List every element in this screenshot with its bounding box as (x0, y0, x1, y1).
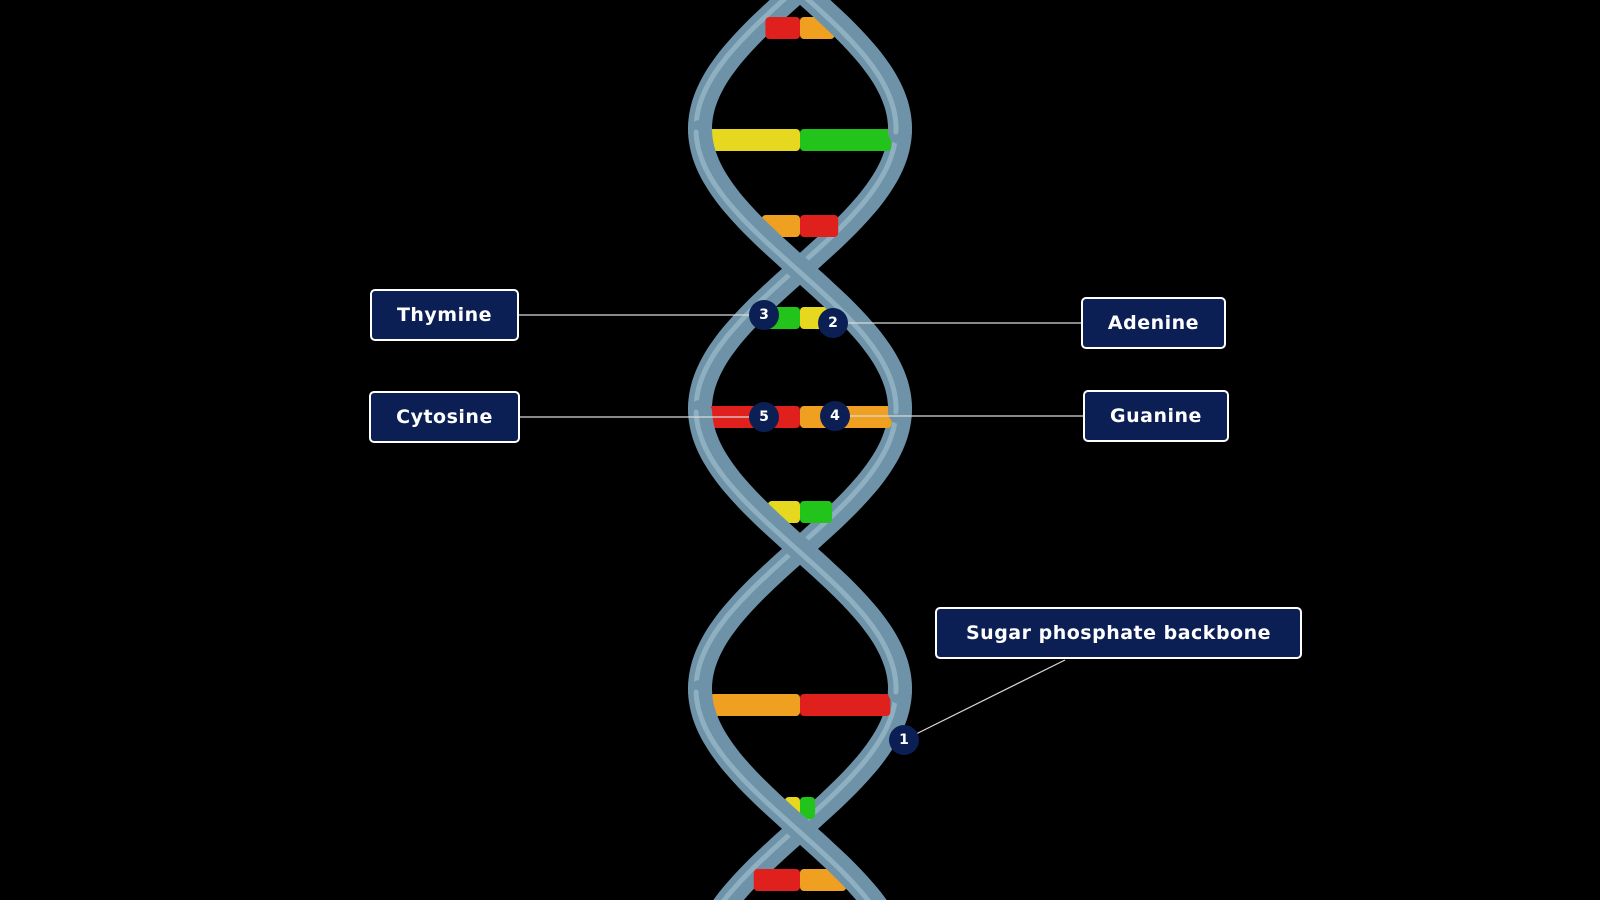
marker-adenine: 2 (818, 308, 848, 338)
strand-b-segment (688, 680, 887, 900)
thymine-label-text: Thymine (396, 304, 493, 326)
backbone-label: Sugar phosphate backbone (935, 607, 1302, 659)
strand-b-segment-highlight (693, 129, 899, 415)
guanine-label-text: Guanine (1110, 405, 1202, 427)
cytosine-label: Cytosine (369, 391, 520, 443)
marker-backbone: 1 (889, 725, 919, 755)
backbone-leader-line (903, 659, 1066, 741)
thymine-label: Thymine (370, 289, 519, 341)
backbone-label-text: Sugar phosphate backbone (965, 622, 1272, 644)
strand-a-segment-highlight (721, 689, 899, 900)
base-segment (753, 869, 800, 891)
strand-a-segment (688, 400, 913, 704)
strand-a-segment-highlight (804, 0, 899, 135)
cytosine-label-text: Cytosine (396, 406, 493, 428)
base-segment (765, 17, 800, 39)
base-segment (800, 694, 891, 716)
strand-b-segment-highlight (693, 0, 788, 135)
adenine-label-text: Adenine (1107, 312, 1200, 334)
strand-b-segment (687, 0, 806, 144)
base-segment (800, 501, 833, 523)
front-strand (688, 0, 913, 900)
guanine-label: Guanine (1083, 390, 1229, 442)
leader-lines (518, 314, 1084, 741)
marker-cytosine: 5 (749, 402, 779, 432)
base-segment (709, 694, 800, 716)
marker-thymine: 3 (749, 300, 779, 330)
base-segment (708, 129, 800, 151)
strand-b-segment (688, 120, 913, 424)
base-segment (800, 797, 816, 819)
strand-a-segment (713, 680, 912, 900)
base-segment (800, 215, 839, 237)
strand-a-segment (794, 0, 913, 144)
adenine-label: Adenine (1081, 297, 1226, 349)
strand-a-segment-highlight (693, 409, 899, 695)
base-segment (800, 129, 892, 151)
marker-guanine: 4 (820, 401, 850, 431)
strand-b-segment-highlight (693, 689, 871, 900)
